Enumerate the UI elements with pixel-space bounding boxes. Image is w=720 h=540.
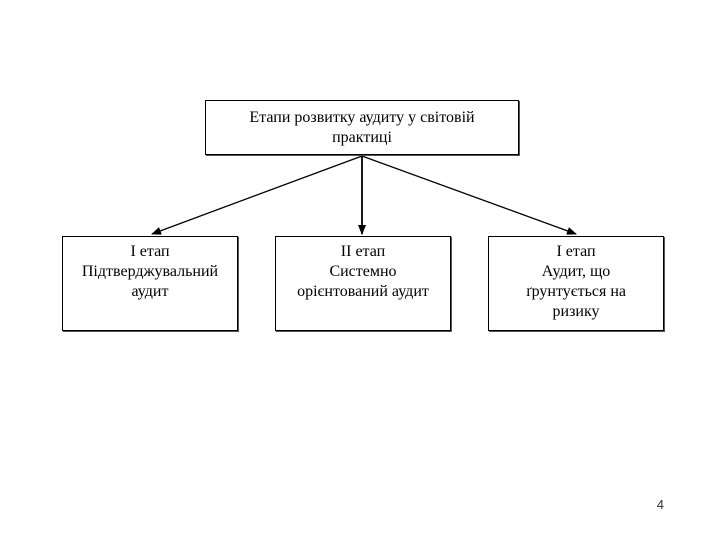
- stage-2-node: ІІ етап Системно орієнтований аудит: [275, 236, 451, 331]
- page-number: 4: [656, 497, 664, 512]
- stage-1-line-3: аудит: [131, 283, 169, 300]
- stage-1-node: І етап Підтверджувальний аудит: [62, 236, 238, 331]
- root-node-audit-stages: Етапи розвитку аудиту у світовій практиц…: [205, 100, 519, 155]
- stage-2-line-3: орієнтований аудит: [297, 283, 429, 300]
- stage-2-line-2: Системно: [329, 263, 397, 280]
- root-node-line-1: Етапи розвитку аудиту у світовій: [249, 109, 475, 126]
- arrow-to-stage-1: [151, 155, 363, 235]
- stage-3-node: І етап Аудит, що ґрунтується на ризику: [488, 236, 664, 331]
- stage-1-line-2: Підтверджувальний: [81, 263, 219, 280]
- stage-3-line-4: ризику: [552, 303, 600, 320]
- stage-3-line-2: Аудит, що: [541, 263, 611, 280]
- root-node-line-2: практиці: [332, 129, 392, 146]
- stage-2-title: ІІ етап: [340, 243, 386, 260]
- stage-1-title: І етап: [130, 243, 170, 260]
- stage-3-title: І етап: [556, 243, 596, 260]
- arrow-to-stage-3: [361, 155, 577, 235]
- stage-3-line-3: ґрунтується на: [525, 283, 627, 300]
